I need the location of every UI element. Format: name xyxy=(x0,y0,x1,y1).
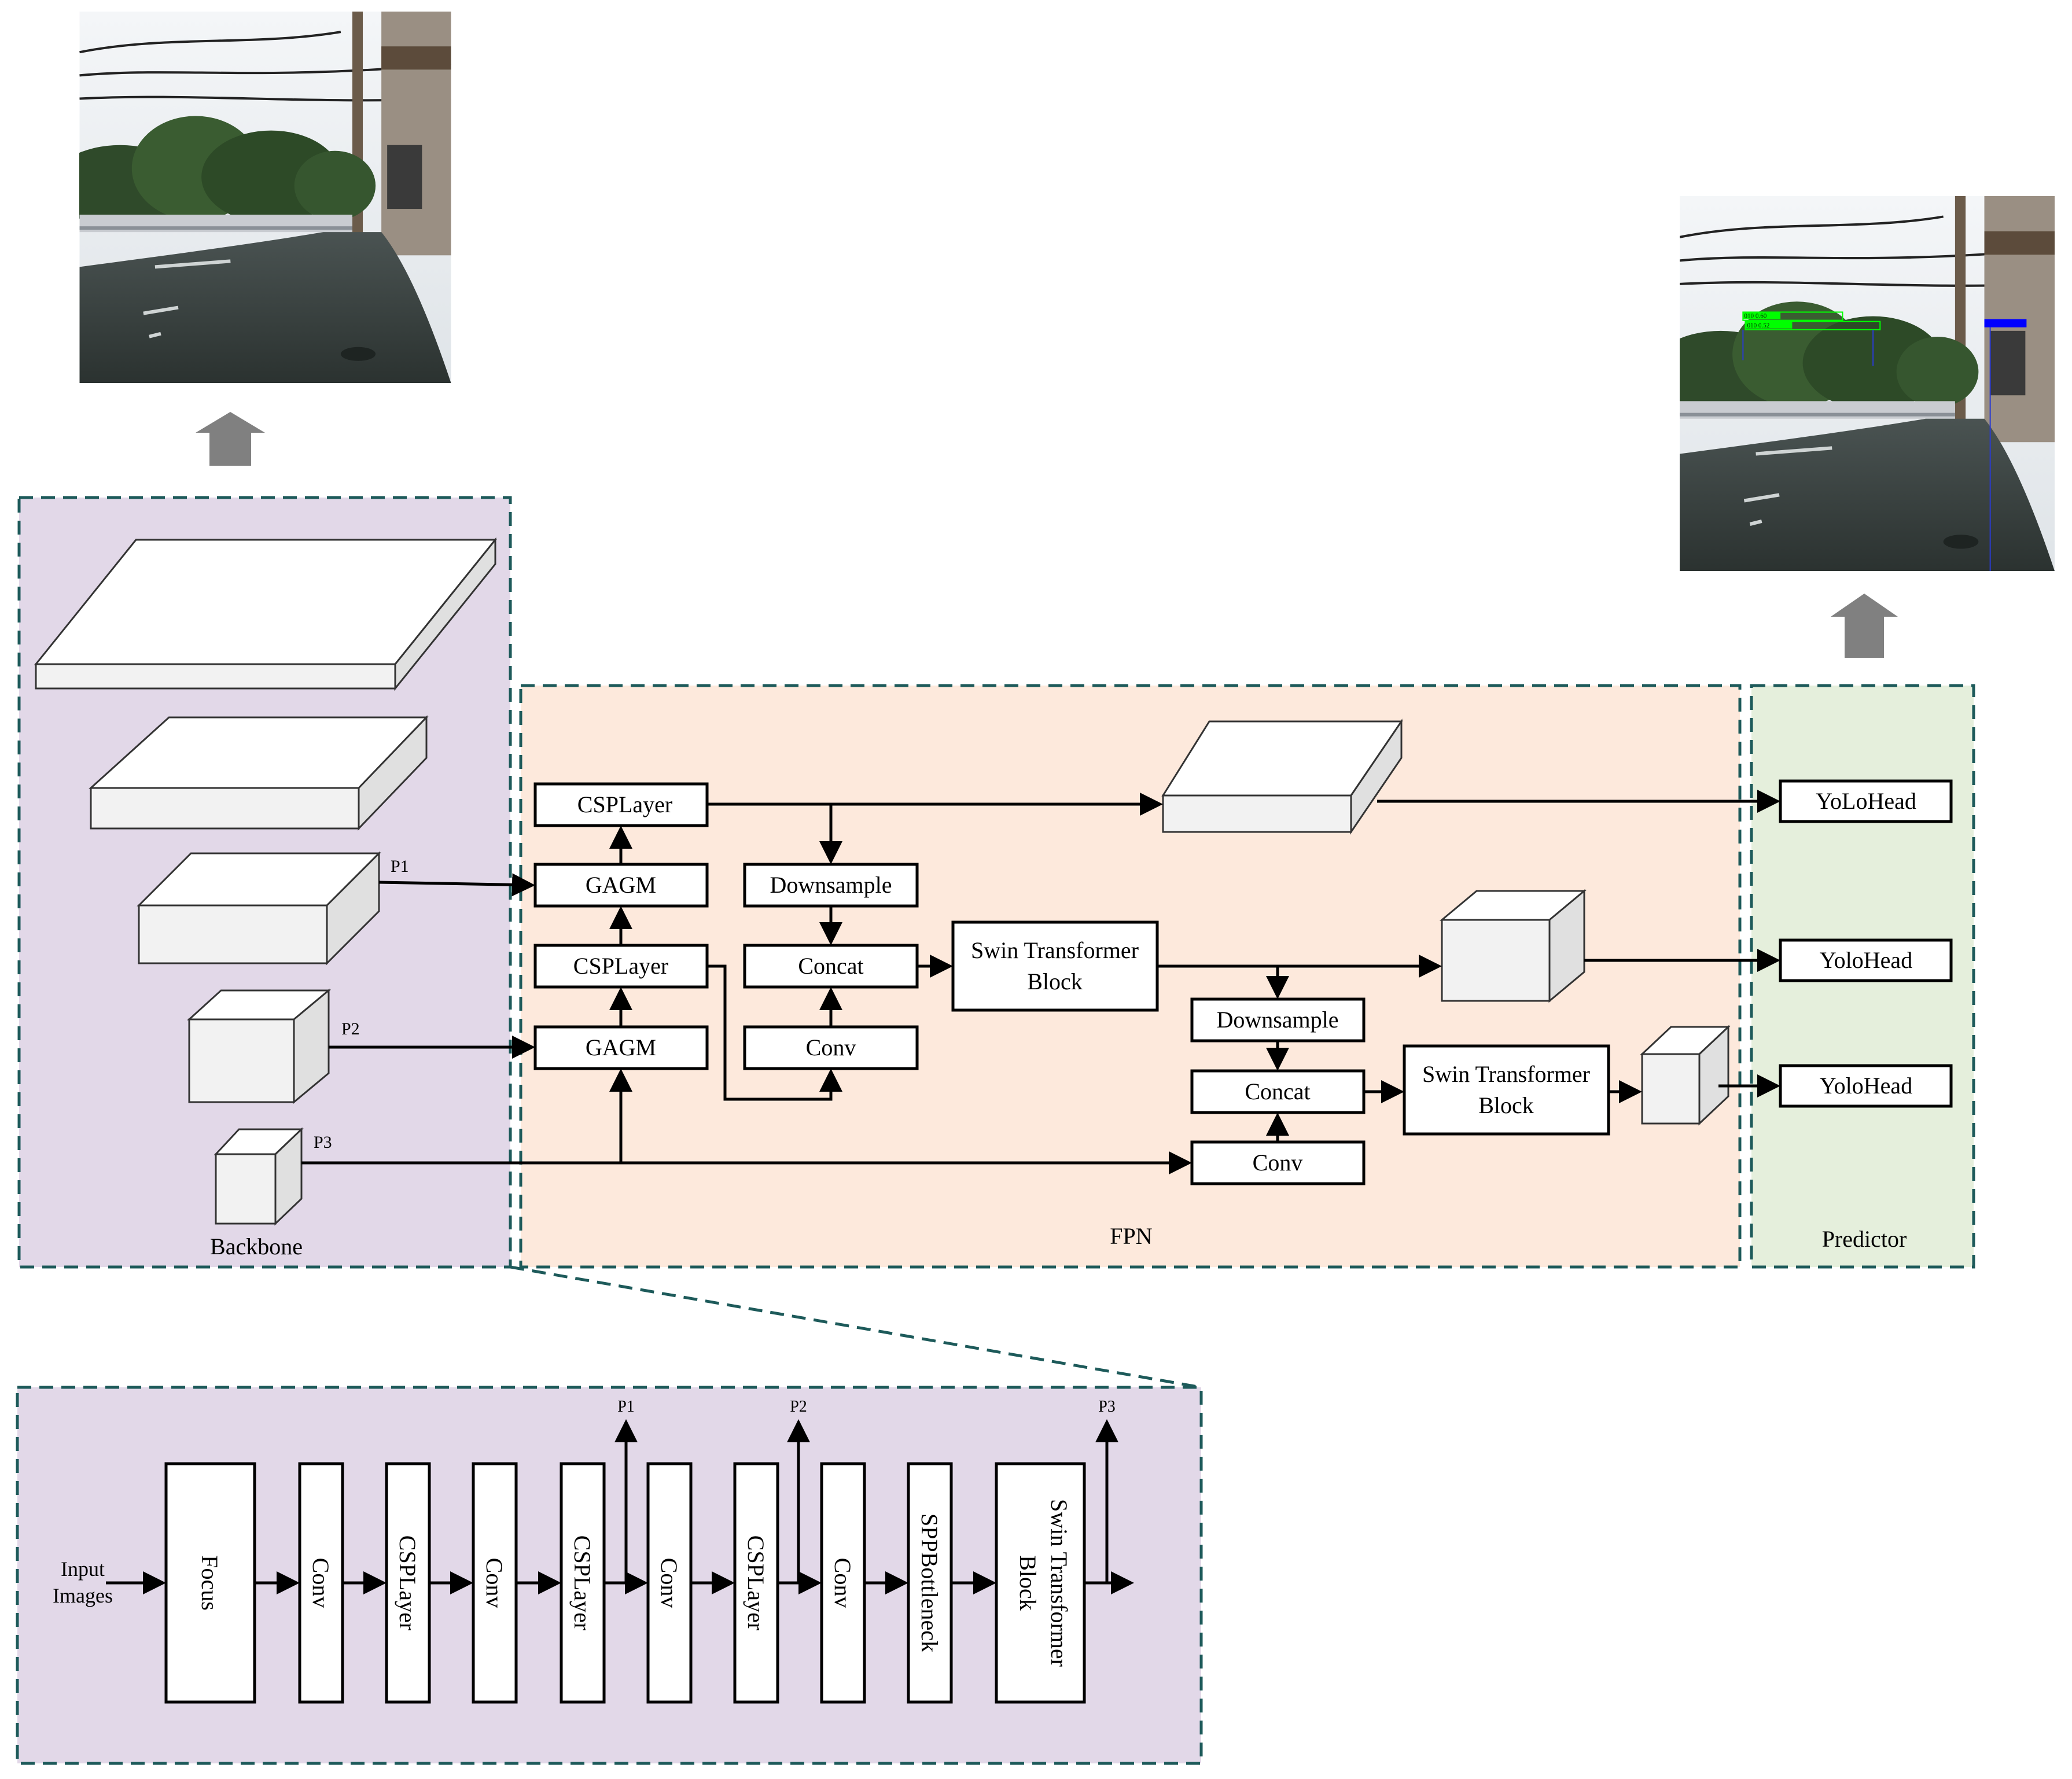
swin-1-label-line1: Swin Transformer xyxy=(971,937,1139,963)
swin-2-label-line2: Block xyxy=(1478,1092,1534,1118)
conv-block-3 xyxy=(646,1462,693,1704)
csplayer-top-label: CSPLayer xyxy=(577,791,672,817)
sppbottleneck-label: SPPBottleneck xyxy=(917,1513,943,1652)
concat-1-block xyxy=(743,944,919,989)
downsample-2-label: Downsample xyxy=(1216,1007,1338,1033)
yolohead-1-block xyxy=(1779,779,1953,823)
swin-1-block xyxy=(951,920,1159,1012)
conv-label-3: Conv xyxy=(656,1558,682,1608)
gagm-top-block xyxy=(533,863,709,908)
tap-p3-label: P3 xyxy=(1098,1398,1116,1416)
csplayer-label-2: CSPLayer xyxy=(569,1535,595,1630)
input-image xyxy=(50,12,451,383)
conv-label-1: Conv xyxy=(308,1558,334,1608)
feature-map-slab-2 xyxy=(89,715,429,831)
feature-map-p3 xyxy=(214,1127,304,1226)
fpn-output-cube-small xyxy=(1640,1025,1731,1126)
downsample-1-label: Downsample xyxy=(770,872,892,898)
up-arrow-input xyxy=(196,412,265,466)
arrow-p1-to-gagm xyxy=(378,873,535,897)
detection-box-3 xyxy=(1984,319,2027,327)
feature-map-p2 xyxy=(187,988,332,1104)
gagm-top-label: GAGM xyxy=(586,872,656,898)
detection-box-2 xyxy=(1745,321,1793,329)
conv-block-4 xyxy=(820,1462,866,1704)
yolohead-2-label: YoloHead xyxy=(1820,947,1912,973)
yolohead-3-block xyxy=(1779,1064,1953,1108)
concat-2-label: Concat xyxy=(1245,1078,1310,1104)
swin-transformer-label-line1: Swin Transformer xyxy=(1046,1499,1072,1667)
focus-label: Focus xyxy=(197,1555,223,1611)
detection-label-1: 010 0.60 xyxy=(1744,313,1766,320)
tap-p2-label: P2 xyxy=(790,1398,807,1416)
output-image: 010 0.60 010 0.52 xyxy=(1650,196,2055,571)
conv-block-2 xyxy=(472,1462,518,1704)
backbone-label: Backbone xyxy=(210,1233,303,1259)
conv-2-block xyxy=(1190,1140,1366,1185)
concat-2-block xyxy=(1190,1069,1366,1114)
p3-label: P3 xyxy=(314,1133,332,1152)
csplayer-label-1: CSPLayer xyxy=(395,1535,421,1630)
input-images-line1: Input xyxy=(61,1557,105,1581)
predictor-label: Predictor xyxy=(1822,1226,1907,1252)
swin-transformer-block xyxy=(995,1462,1086,1704)
yolohead-3-label: YoloHead xyxy=(1820,1073,1912,1099)
conv-2-label: Conv xyxy=(1253,1150,1303,1176)
concat-1-label: Concat xyxy=(798,953,863,979)
csplayer-block-3 xyxy=(733,1462,779,1704)
p2-label: P2 xyxy=(341,1019,360,1038)
swin-transformer-label-line2: Block xyxy=(1015,1555,1041,1611)
fpn-output-cube-large xyxy=(1161,719,1403,835)
yolohead-2-block xyxy=(1779,938,1953,982)
feature-map-slab-1 xyxy=(34,537,498,691)
arrow-csplayer-mid-to-conv-1 xyxy=(707,964,842,1101)
fpn-output-cube-medium xyxy=(1439,889,1587,1003)
csplayer-mid-label: CSPLayer xyxy=(573,953,668,979)
conv-label-2: Conv xyxy=(481,1558,507,1608)
conv-1-block xyxy=(743,1025,919,1070)
csplayer-label-3: CSPLayer xyxy=(743,1535,769,1630)
zoom-connector xyxy=(510,1265,1202,1389)
input-images-line2: Images xyxy=(53,1584,113,1607)
detection-box-1 xyxy=(1743,312,1781,319)
gagm-bottom-label: GAGM xyxy=(586,1034,656,1060)
tap-p1-label: P1 xyxy=(617,1398,635,1416)
conv-label-4: Conv xyxy=(830,1558,856,1608)
yolohead-1-label: YoLoHead xyxy=(1816,788,1916,814)
up-arrow-output xyxy=(1831,594,1898,658)
swin-2-label-line1: Swin Transformer xyxy=(1422,1061,1590,1087)
fpn-label: FPN xyxy=(1110,1223,1152,1249)
feature-map-p1 xyxy=(137,851,381,966)
detection-label-2: 010 0.52 xyxy=(1747,322,1769,329)
conv-1-label: Conv xyxy=(806,1034,856,1060)
focus-block xyxy=(164,1462,256,1704)
swin-1-label-line2: Block xyxy=(1027,968,1083,995)
p1-label: P1 xyxy=(391,857,409,876)
swin-2-block xyxy=(1403,1044,1610,1136)
